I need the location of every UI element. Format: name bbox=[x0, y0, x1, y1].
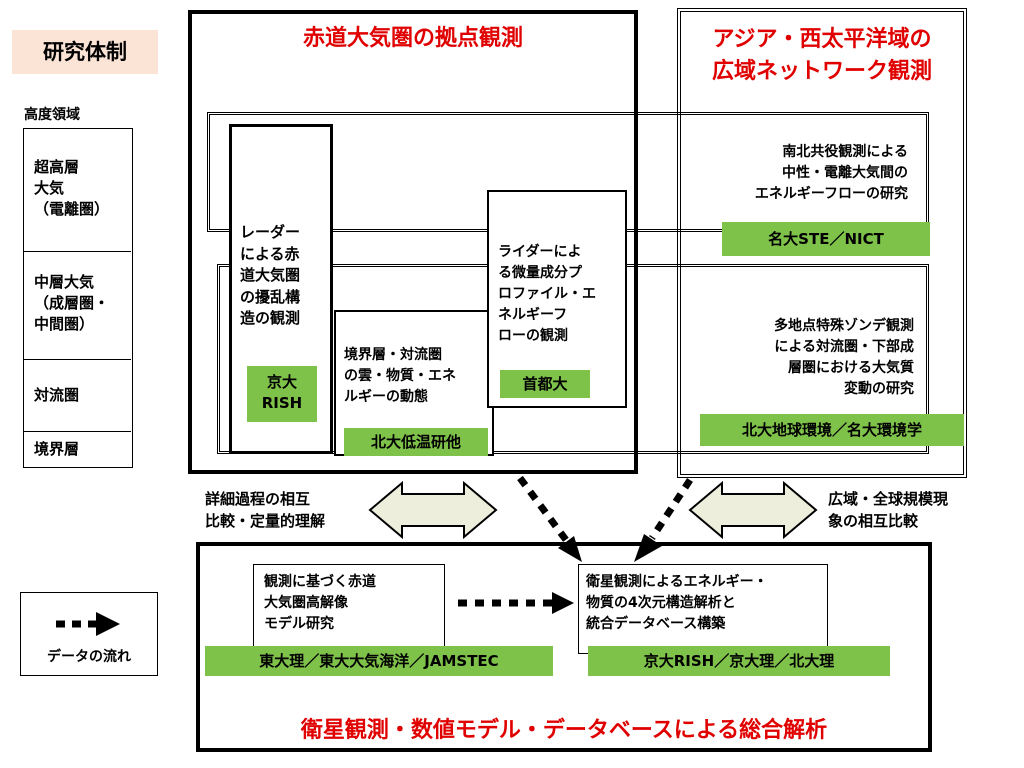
right-arrow-note: 広域・全球規模現 象の相互比較 bbox=[828, 490, 949, 530]
radar-observation-text: レーダー による赤 道大気圏 の擾乱構 造の観測 bbox=[240, 223, 301, 327]
sonde-org-label: 北大地球環境／名大環境学 bbox=[700, 414, 964, 446]
model-flow-head bbox=[552, 592, 574, 614]
conjugate-org-label: 名大STE／NICT bbox=[722, 222, 930, 256]
altitude-column: 超高層 大気 （電離圏） 中層大気 （成層圏・ 中間圏） 対流圏 境界層 bbox=[23, 128, 133, 468]
satellite-analysis-text: 衛星観測によるエネルギー・ 物質の4次元構造解析と 統合データベース構築 bbox=[586, 574, 768, 632]
asia-region-box bbox=[677, 8, 967, 478]
sonde-observation-text: 多地点特殊ゾンデ観測 による対流圏・下部成 層圏における大気質 変動の研究 bbox=[774, 318, 914, 397]
page-title: 研究体制 bbox=[12, 30, 158, 74]
equatorial-title: 赤道大気圏の拠点観測 bbox=[302, 26, 523, 51]
altitude-level-troposphere: 対流圏 bbox=[24, 360, 131, 432]
legend-arrow-head bbox=[96, 612, 120, 636]
altitude-level-upper: 超高層 大気 （電離圏） bbox=[24, 129, 131, 252]
altitude-level-middle: 中層大気 （成層圏・ 中間圏） bbox=[24, 252, 131, 360]
legend-box bbox=[20, 592, 158, 676]
conjugate-observation-text: 南北共役観測による 中性・電離大気間の エネルギーフローの研究 bbox=[754, 144, 908, 202]
satellite-org-label: 京大RISH／京大理／北大理 bbox=[588, 646, 890, 676]
model-research-text: 観測に基づく赤道 大気圏高解像 モデル研究 bbox=[264, 574, 376, 632]
integrated-title: 衛星観測・数値モデル・データベースによる総合解析 bbox=[300, 718, 828, 743]
altitude-heading: 高度領域 bbox=[24, 107, 80, 123]
equatorial-region-box bbox=[188, 10, 638, 474]
equatorial-to-satellite-flow bbox=[517, 475, 569, 543]
lidar-org-label: 首都大 bbox=[500, 370, 590, 398]
equatorial-flow-head bbox=[558, 536, 582, 562]
asia-to-satellite-flow bbox=[649, 478, 693, 540]
lidar-observation-text: ライダーによ る微量成分プ ロファイル・エ ネルギーフ ローの観測 bbox=[498, 244, 596, 344]
boundary-layer-org-label: 北大低温研他 bbox=[344, 428, 488, 456]
radar-org-label: 京大 RISH bbox=[247, 366, 317, 422]
left-arrow-note: 詳細過程の相互 比較・定量的理解 bbox=[205, 490, 326, 530]
boundary-layer-text: 境界層・対流圏 の雲・物質・エネ ルギーの動態 bbox=[344, 347, 456, 405]
altitude-level-boundary: 境界層 bbox=[34, 440, 80, 458]
asia-title: アジア・西太平洋域の 広域ネットワーク観測 bbox=[711, 27, 932, 84]
model-research-box bbox=[253, 564, 445, 654]
asia-flow-head bbox=[634, 534, 662, 562]
satellite-analysis-box bbox=[578, 564, 828, 654]
left-double-arrow bbox=[368, 480, 498, 540]
right-double-arrow bbox=[688, 480, 818, 540]
model-org-label: 東大理／東大大気海洋／JAMSTEC bbox=[205, 646, 553, 676]
legend-label: データの流れ bbox=[47, 649, 131, 665]
